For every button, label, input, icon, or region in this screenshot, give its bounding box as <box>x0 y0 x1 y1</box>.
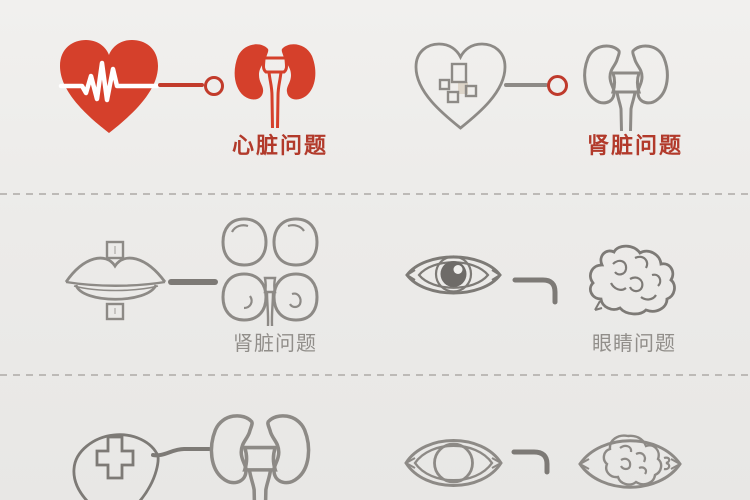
heart-ekg-icon <box>58 40 160 133</box>
connector-line <box>504 83 548 87</box>
brain-outline-icon <box>589 244 676 316</box>
connector-circle <box>204 76 224 96</box>
kidneys-filled-icon <box>234 44 316 129</box>
connector-circle <box>547 75 568 96</box>
eye-outline-icon <box>404 439 503 487</box>
dashed-divider <box>0 374 750 376</box>
kidneys-outline-icon <box>583 44 669 132</box>
eye-brain-icon <box>578 434 682 489</box>
kidneys-outline-icon <box>209 414 311 500</box>
group-label: 眼睛问题 <box>592 333 676 355</box>
dashed-divider <box>0 193 750 195</box>
heart-pixel-cross-icon <box>414 42 507 130</box>
eye-filled-iris-icon <box>405 255 502 295</box>
quad-kidneys-outline-icon <box>221 217 319 327</box>
connector-line <box>158 83 204 87</box>
curved-line-connector <box>151 447 211 458</box>
connector-line <box>168 279 218 285</box>
lips-icon <box>64 240 167 321</box>
group-label: 肾脏问题 <box>233 333 317 355</box>
group-label: 心脏问题 <box>231 133 328 158</box>
elbow-connector <box>511 449 550 475</box>
group-label: 肾脏问题 <box>586 133 683 158</box>
drop-cross-icon <box>72 433 160 500</box>
elbow-connector <box>512 277 558 305</box>
